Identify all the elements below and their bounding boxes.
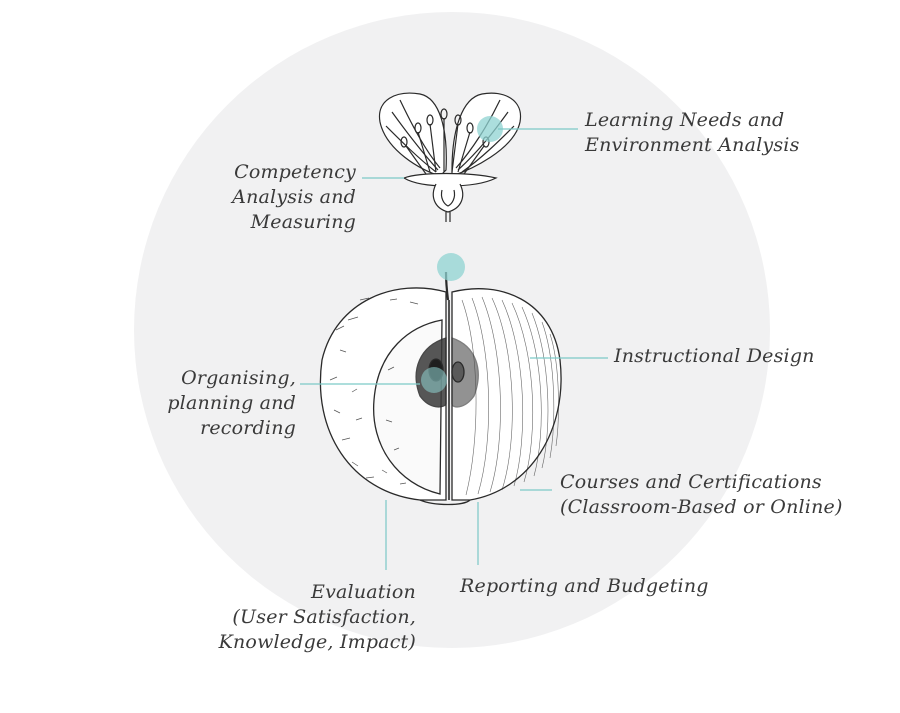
label-competency: Competency Analysis and Measuring [232, 161, 356, 233]
apple-illustration [319, 271, 562, 506]
label-courses: Courses and Certifications (Classroom-Ba… [560, 471, 843, 518]
label-instructional-design: Instructional Design [614, 345, 815, 367]
apple-core-teal-marker [421, 367, 447, 393]
apple-stem-teal-marker [437, 253, 465, 281]
label-evaluation: Evaluation (User Satisfaction, Knowledge… [218, 581, 416, 653]
label-learning-needs: Learning Needs and Environment Analysis [585, 109, 800, 156]
label-organising: Organising, planning and recording [167, 367, 296, 439]
label-reporting: Reporting and Budgeting [460, 575, 709, 597]
flower-teal-marker [477, 116, 503, 142]
